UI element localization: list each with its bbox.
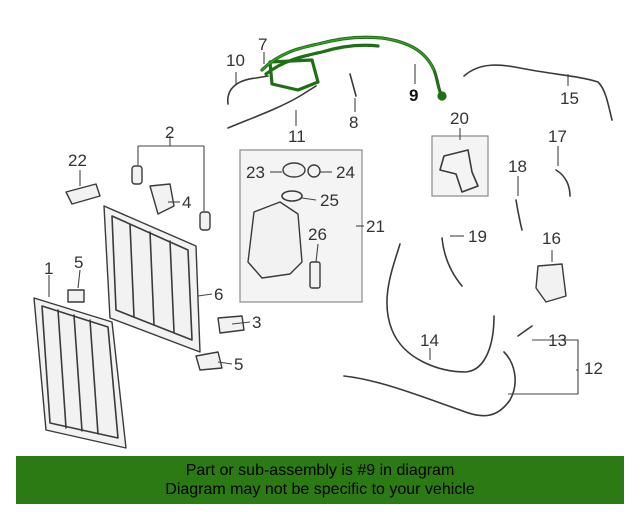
callout-12: 12 [584,359,603,378]
callout-3: 3 [252,313,261,332]
callout-10: 10 [226,51,245,70]
callout-22: 22 [68,151,87,170]
callout-21: 21 [366,217,385,236]
callout-13: 13 [548,331,567,350]
info-banner: Part or sub-assembly is #9 in diagram Di… [16,456,624,504]
callout-19: 19 [468,227,487,246]
pipe-11-part [227,85,317,129]
callout-5-upper: 5 [74,253,83,272]
pump-16-part [535,263,567,303]
hose-19-part [441,237,463,287]
connector-13-part [517,325,533,337]
cap-23-part [282,162,306,178]
callout-18: 18 [508,157,527,176]
callout-9: 9 [409,86,418,105]
callout-23: 23 [246,163,265,182]
callout-15: 15 [560,89,579,108]
hose-17-part [555,169,571,197]
fitting-20-part [439,149,479,193]
banner-line-2: Diagram may not be specific to your vehi… [165,481,475,498]
banner-line-1: Part or sub-assembly is #9 in diagram [185,462,455,479]
callout-16: 16 [542,229,561,248]
callout-6: 6 [214,285,223,304]
pipe-15-part [463,64,613,121]
seal-24-part [307,164,321,178]
callout-4: 4 [182,193,191,212]
callout-17: 17 [548,127,567,146]
plug-2-lower-part [199,211,211,231]
callout-2: 2 [165,123,174,142]
callout-24: 24 [336,163,355,182]
leader-lines [48,52,579,395]
radiator-part [33,297,127,449]
bracket-5-upper-part [67,289,85,303]
bracket-3-part [217,315,245,334]
highlighted-hose-9 [260,35,447,101]
callout-1: 1 [44,259,53,278]
bracket-5-lower-part [195,351,223,371]
condenser-part [103,205,201,353]
hose-8-part [349,73,357,97]
sensor-26-part [309,261,321,289]
callout-20: 20 [450,109,469,128]
callout-11: 11 [288,127,306,146]
callout-labels: 1 2 3 4 5 5 6 7 8 9 10 11 12 13 14 15 16… [44,35,603,378]
pipe-12-part [343,351,516,417]
callout-26: 26 [308,225,327,244]
bracket-4-part [149,183,175,215]
housing-21-part [247,201,303,279]
callout-5-lower: 5 [234,355,243,374]
callout-14: 14 [420,331,439,350]
elbow-hose-10-part [227,75,269,105]
plug-2-upper-part [131,165,143,185]
parts-diagram: 1 2 3 4 5 5 6 7 8 9 10 11 12 13 14 15 16… [33,35,613,449]
bracket-22-part [65,183,101,205]
callout-8: 8 [349,113,358,132]
callout-25: 25 [320,191,339,210]
o-ring-25-part [281,190,303,202]
hose-14-part [386,243,495,373]
callout-7: 7 [258,35,267,54]
hose-18-part [515,199,523,231]
